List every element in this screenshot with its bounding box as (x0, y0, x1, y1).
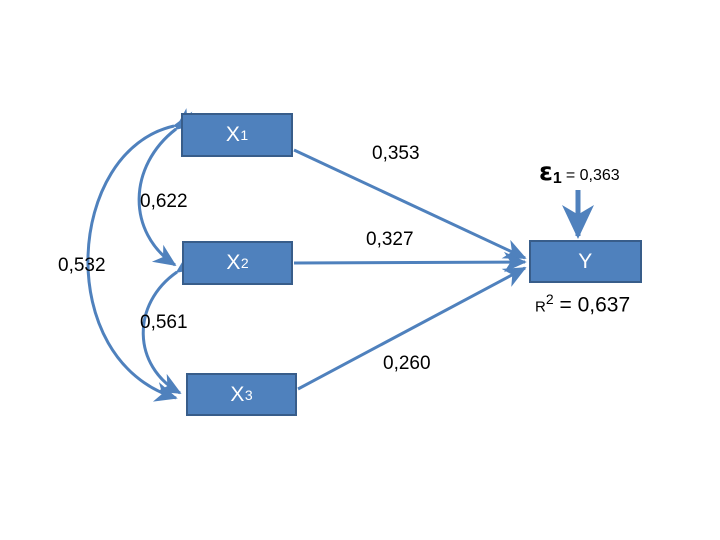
edge-x2-x3 (141, 251, 201, 395)
coefficient-x1-x2: 0,622 (140, 191, 188, 212)
coefficient-x1-y: 0,353 (372, 143, 420, 164)
edge-x1-y (293, 148, 527, 260)
epsilon-subscript: 1 (552, 170, 562, 188)
r-symbol: R (535, 298, 546, 316)
r-squared-value: = 0,637 (559, 293, 631, 317)
edge-x1-x3 (86, 111, 197, 402)
node-x1-subscript: 1 (240, 127, 249, 143)
coefficient-x2-y: 0,327 (366, 229, 414, 250)
r-squared-label: R2 = 0,637 (535, 291, 630, 318)
node-y-label: Y (578, 249, 593, 273)
r-superscript: 2 (545, 291, 554, 307)
coefficient-x2-x3: 0,561 (140, 312, 188, 333)
node-x2-subscript: 2 (240, 255, 249, 271)
coefficient-x1-x3: 0,532 (58, 255, 106, 276)
edge-x2-y (293, 251, 527, 273)
error-value: = 0,363 (565, 167, 620, 184)
node-x2-label: X (226, 251, 241, 274)
node-x1-label: X (225, 123, 241, 146)
epsilon-symbol: ε (539, 157, 553, 186)
node-y[interactable]: Y (529, 240, 642, 283)
coefficient-x3-y: 0,260 (383, 353, 431, 374)
edge-x3-y (297, 266, 527, 391)
node-x3-label: X (230, 382, 245, 406)
node-x3-subscript: 3 (244, 386, 253, 403)
error-term-label: ε1= 0,363 (539, 157, 620, 188)
